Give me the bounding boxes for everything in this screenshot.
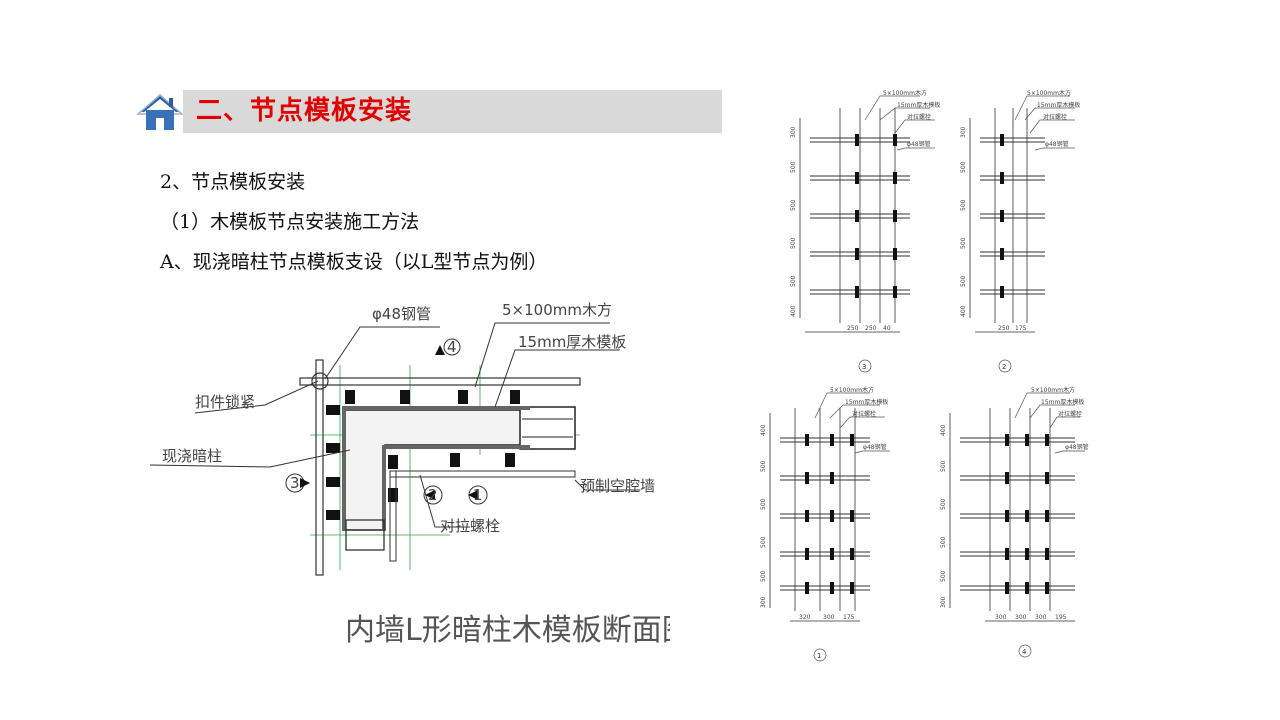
- svg-text:300: 300: [1035, 614, 1047, 621]
- svg-text:500: 500: [960, 275, 967, 287]
- svg-text:对拉螺栓: 对拉螺栓: [907, 113, 931, 121]
- detail-view-2: 5×100mm木方 15mm厚木模板 对拉螺栓 φ48钢管 300 500 50…: [960, 89, 1080, 373]
- svg-text:φ48钢管: φ48钢管: [907, 140, 931, 148]
- item-heading: A、现浇暗柱节点模板支设（以L型节点为例）: [160, 251, 548, 273]
- view4-marker: 4: [1022, 648, 1027, 656]
- marker-3: 3: [290, 474, 300, 492]
- label-column: 现浇暗柱: [162, 447, 222, 465]
- marker-1: 1: [473, 486, 483, 504]
- svg-text:250: 250: [847, 325, 859, 332]
- l-column-section-drawing: φ48钢管 5×100mm木方 15mm厚木模板 扣件锁紧 现浇暗柱 预制空腔墙…: [150, 301, 670, 648]
- svg-text:500: 500: [940, 460, 947, 472]
- home-icon: [135, 90, 185, 133]
- title-bar: [183, 90, 722, 133]
- svg-text:300: 300: [940, 596, 947, 608]
- svg-text:15mm厚木模板: 15mm厚木模板: [897, 101, 940, 109]
- svg-text:400: 400: [940, 424, 947, 436]
- label-bolt: 对拉螺栓: [440, 517, 500, 535]
- svg-text:40: 40: [883, 325, 891, 332]
- svg-text:15mm厚木模板: 15mm厚木模板: [1037, 101, 1080, 109]
- svg-text:500: 500: [790, 199, 797, 211]
- svg-text:250: 250: [865, 325, 877, 332]
- svg-text:320: 320: [799, 614, 811, 621]
- svg-text:5×100mm木方: 5×100mm木方: [1027, 89, 1071, 97]
- svg-text:φ48钢管: φ48钢管: [863, 443, 887, 451]
- svg-text:300: 300: [995, 614, 1007, 621]
- view2-marker: 2: [1002, 363, 1006, 371]
- svg-text:500: 500: [940, 498, 947, 510]
- detail-view-4: 5×100mm木方 15mm厚木模板 对拉螺栓 φ48钢管 400 500 50…: [940, 386, 1089, 658]
- svg-text:500: 500: [760, 536, 767, 548]
- svg-text:195: 195: [1055, 614, 1067, 621]
- svg-text:175: 175: [843, 614, 855, 621]
- svg-text:500: 500: [760, 460, 767, 472]
- svg-text:500: 500: [960, 161, 967, 173]
- marker-2: 2: [428, 486, 438, 504]
- svg-text:400: 400: [790, 305, 797, 317]
- label-clamp: 扣件锁紧: [195, 393, 255, 411]
- view3-marker: 3: [862, 363, 866, 371]
- svg-text:500: 500: [760, 498, 767, 510]
- svg-text:对拉螺栓: 对拉螺栓: [1058, 410, 1082, 418]
- svg-text:400: 400: [960, 305, 967, 317]
- detail-view-3: 5×100mm木方 15mm厚木模板 对拉螺栓 φ48钢管 300 500 50…: [790, 89, 940, 373]
- svg-text:300: 300: [760, 596, 767, 608]
- svg-text:300: 300: [790, 126, 797, 138]
- svg-text:300: 300: [1015, 614, 1027, 621]
- label-steel-pipe: φ48钢管: [372, 305, 431, 323]
- label-board: 15mm厚木模板: [518, 333, 626, 351]
- svg-text:300: 300: [960, 126, 967, 138]
- svg-text:500: 500: [760, 570, 767, 582]
- svg-text:5×100mm木方: 5×100mm木方: [830, 386, 874, 394]
- svg-text:对拉螺栓: 对拉螺栓: [1043, 113, 1067, 121]
- svg-text:15mm厚木模板: 15mm厚木模板: [1041, 398, 1084, 406]
- svg-text:5×100mm木方: 5×100mm木方: [883, 89, 927, 97]
- svg-text:300: 300: [823, 614, 835, 621]
- svg-text:500: 500: [790, 161, 797, 173]
- slide-title: 二、节点模板安装: [196, 96, 413, 126]
- detail-view-1: 5×100mm木方 15mm厚木模板 对拉螺栓 φ48钢管 400 500 50…: [760, 386, 890, 662]
- svg-text:400: 400: [760, 424, 767, 436]
- figure-caption: 内墙L形暗柱木模板断面图: [345, 613, 670, 648]
- marker-4: 4: [447, 338, 457, 356]
- subsection-heading: （1）木模板节点安装施工方法: [160, 211, 420, 233]
- svg-text:500: 500: [790, 275, 797, 287]
- svg-text:500: 500: [790, 237, 797, 249]
- svg-text:500: 500: [940, 570, 947, 582]
- svg-text:15mm厚木模板: 15mm厚木模板: [845, 398, 888, 406]
- section-heading: 2、节点模板安装: [160, 171, 306, 193]
- svg-text:500: 500: [960, 199, 967, 211]
- label-timber: 5×100mm木方: [502, 301, 612, 319]
- svg-text:对拉螺栓: 对拉螺栓: [852, 410, 876, 418]
- svg-text:175: 175: [1015, 325, 1027, 332]
- label-wall: 预制空腔墙: [580, 477, 655, 495]
- svg-text:φ48钢管: φ48钢管: [1065, 443, 1089, 451]
- svg-text:5×100mm木方: 5×100mm木方: [1031, 386, 1075, 394]
- svg-text:250: 250: [998, 325, 1010, 332]
- svg-text:φ48钢管: φ48钢管: [1045, 140, 1069, 148]
- view1-marker: 1: [817, 652, 821, 660]
- svg-text:500: 500: [940, 536, 947, 548]
- svg-text:500: 500: [960, 237, 967, 249]
